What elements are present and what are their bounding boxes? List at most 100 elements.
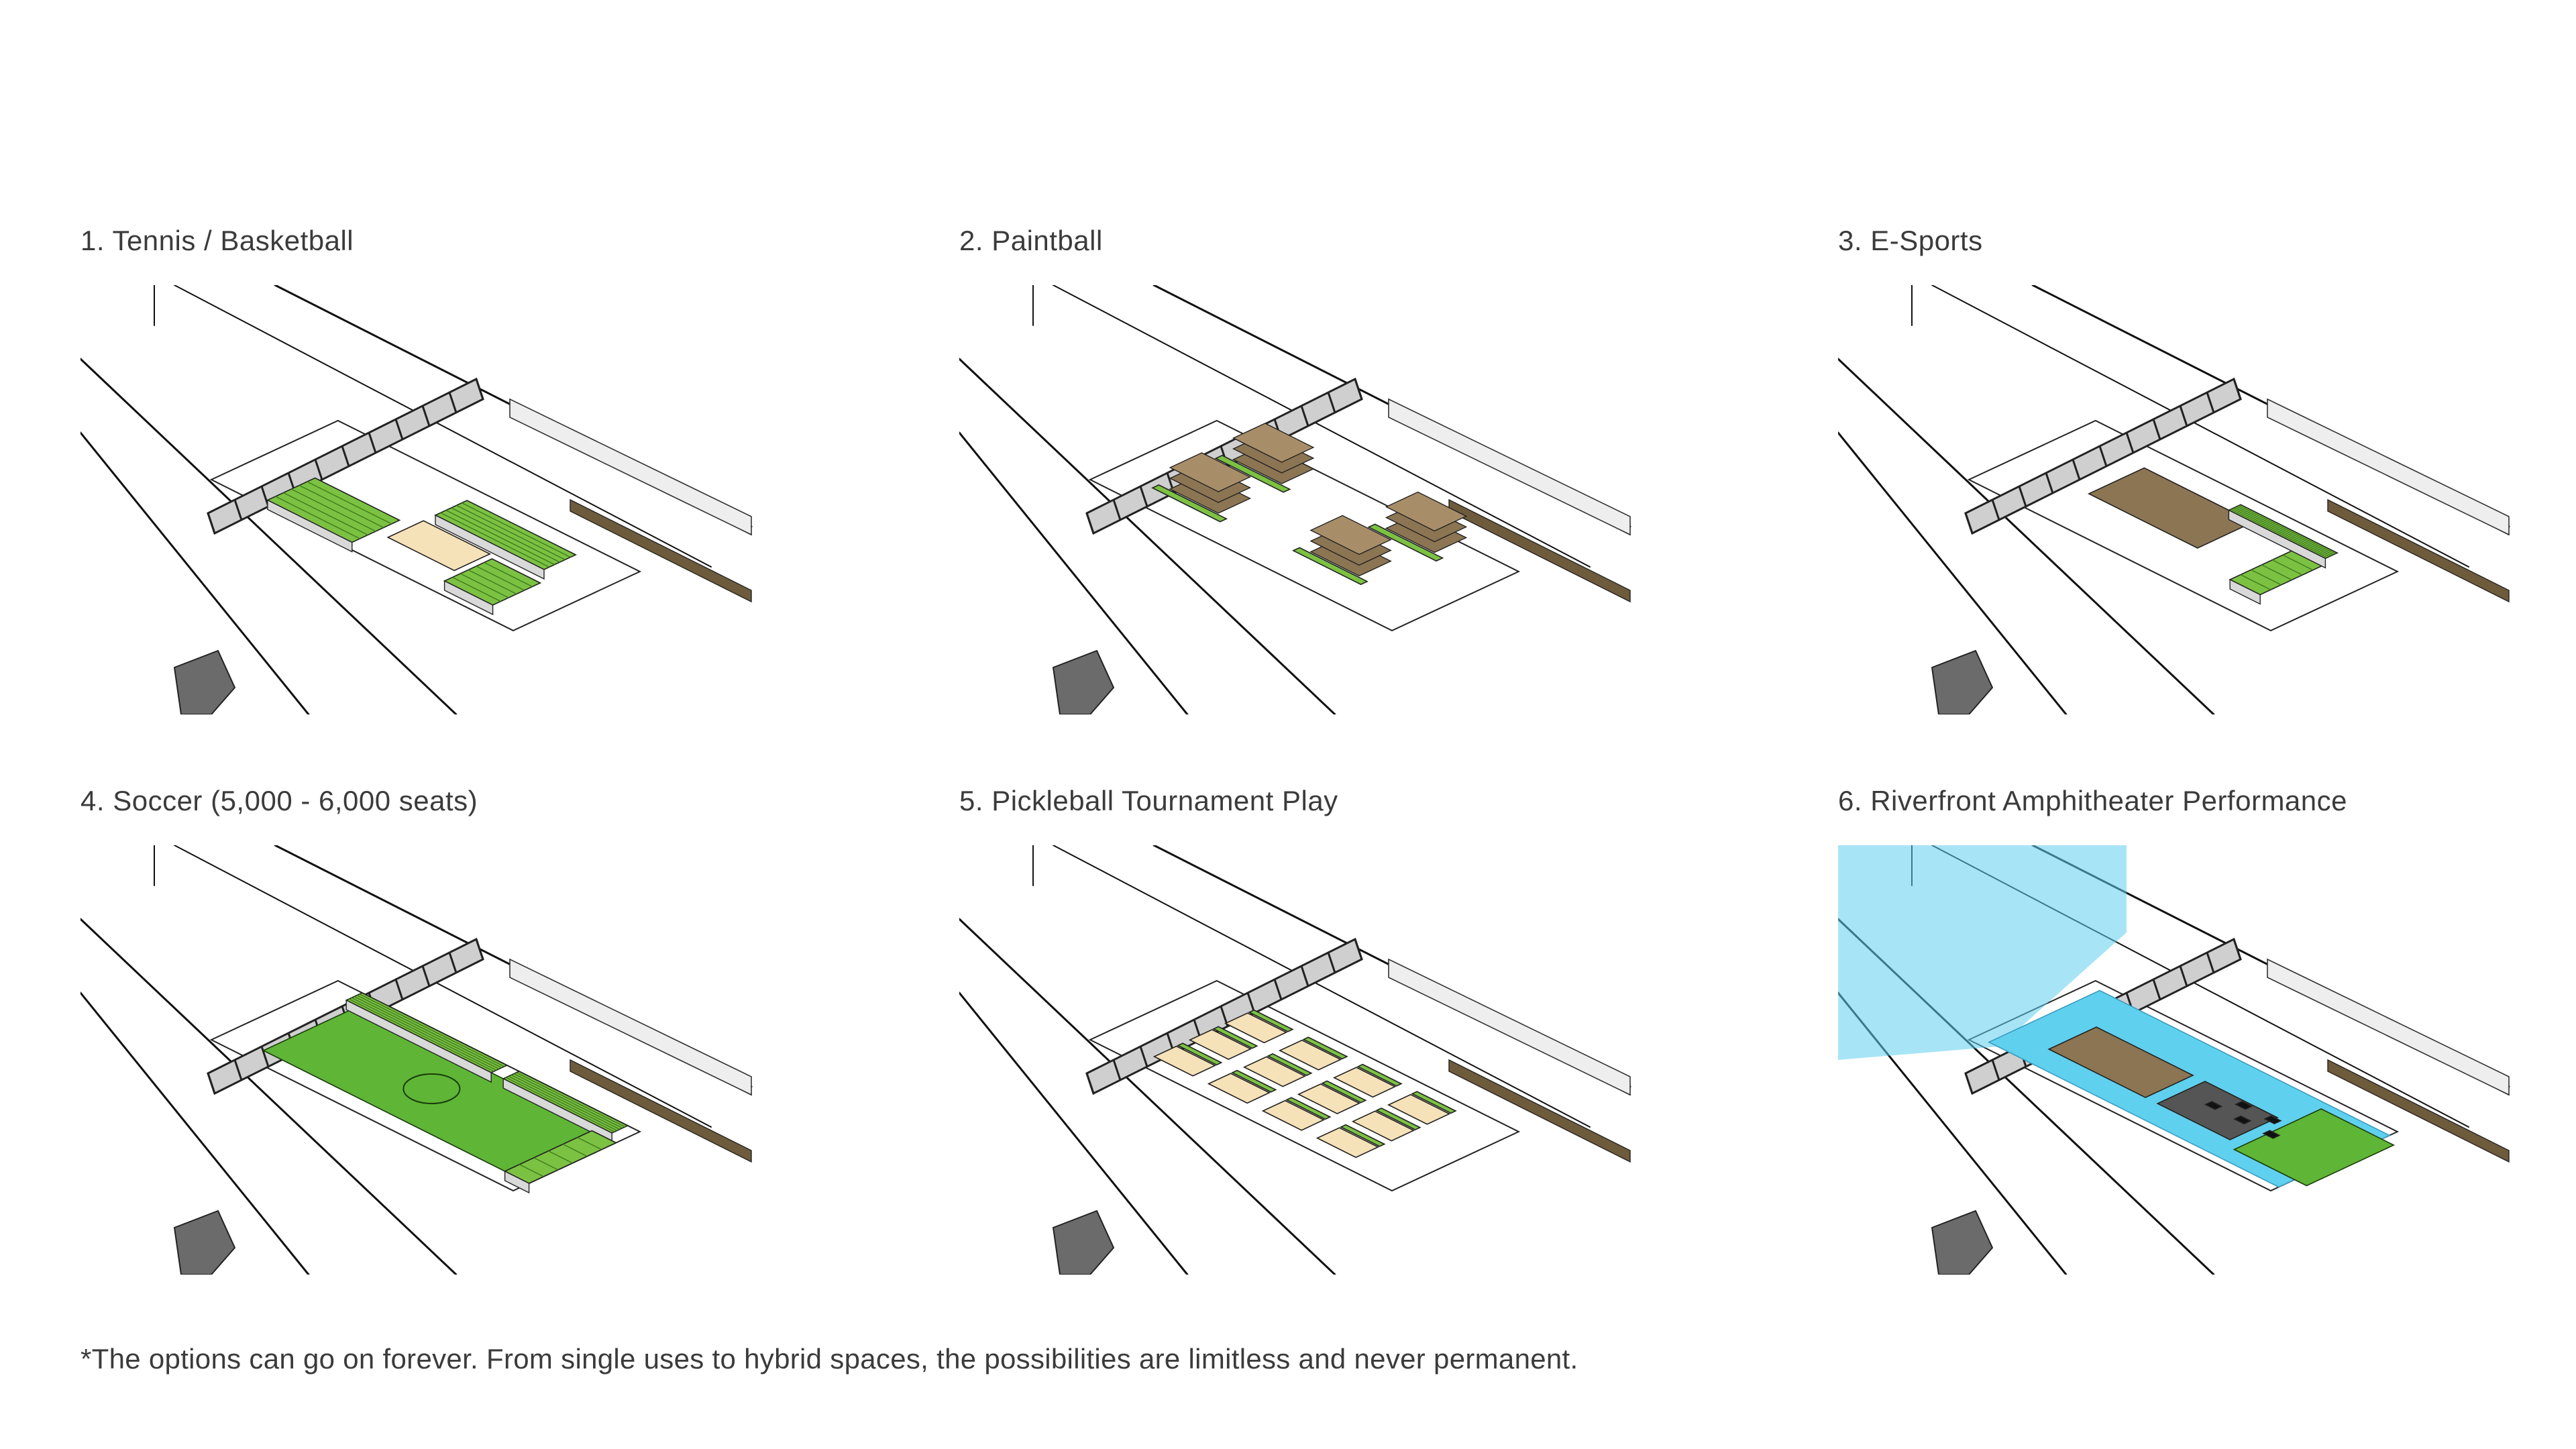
- program-layout: [1152, 1009, 1457, 1159]
- pier-building: [173, 1210, 236, 1275]
- truss-strut: [475, 938, 484, 960]
- truss-strut: [394, 419, 404, 440]
- seat-row-line: [356, 995, 502, 1069]
- seat-row-line: [351, 997, 497, 1071]
- truss-strut: [2018, 486, 2027, 507]
- court-bench: [1212, 1026, 1258, 1049]
- seat-row-line: [2282, 554, 2314, 571]
- truss-strut: [2233, 938, 2242, 960]
- truss-strut: [1991, 499, 2000, 521]
- seating-riser: [2228, 509, 2326, 569]
- boardwalk: [570, 498, 752, 603]
- seat-row-line: [516, 1072, 626, 1128]
- platform-outline: [1967, 419, 2400, 632]
- truss-strut: [2233, 378, 2242, 400]
- seating-riser: [443, 580, 494, 616]
- seating-riser: [267, 499, 353, 553]
- truss-strut: [1354, 938, 1363, 960]
- seat-row-line: [275, 496, 360, 539]
- seat-row-line: [484, 561, 533, 588]
- site-edge-line: [1053, 285, 1591, 568]
- seat-row-line: [2240, 574, 2271, 590]
- boardwalk: [2327, 498, 2510, 603]
- footnote: *The options can go on forever. From sin…: [80, 1343, 1578, 1375]
- truss-strut: [2179, 405, 2188, 427]
- seat-row-line: [2271, 559, 2303, 576]
- truss-strut: [1139, 486, 1148, 507]
- seat-row-line: [2232, 508, 2330, 557]
- court-bench: [1231, 1069, 1277, 1093]
- truss-strut: [448, 392, 458, 413]
- boardwalk: [2327, 1059, 2510, 1163]
- truss-strut: [1246, 992, 1256, 1014]
- site-edge-line: [174, 285, 712, 568]
- site-diagram: [80, 845, 753, 1275]
- platform-outline: [209, 419, 642, 632]
- truss-strut: [341, 445, 350, 467]
- program-layout: [1151, 423, 1468, 586]
- pickleball-court: [1261, 1099, 1326, 1131]
- pier-building: [1052, 1210, 1115, 1275]
- seat-row-line: [2251, 569, 2282, 586]
- seat-row-line: [452, 576, 501, 602]
- truss-strut: [421, 405, 431, 427]
- site-edge-line: [959, 918, 1336, 1275]
- seat-row-line: [2234, 506, 2332, 557]
- bridge-truss: [1085, 937, 1363, 1095]
- truss-strut: [2152, 419, 2161, 440]
- site-edge-line: [80, 358, 458, 714]
- program-layout: [1838, 845, 2396, 1188]
- pickleball-court: [1332, 1067, 1397, 1098]
- site-edge-line: [1931, 285, 2469, 568]
- seat-row-line: [462, 502, 571, 558]
- center-circle: [402, 1073, 461, 1104]
- truss-strut: [2206, 952, 2215, 973]
- seat-row-line: [451, 507, 560, 563]
- seat-row-line: [468, 569, 517, 595]
- lawn: [2233, 1108, 2396, 1187]
- pickleball-court: [1387, 1093, 1451, 1125]
- seat-row-line: [511, 1074, 621, 1130]
- seawall: [2267, 958, 2510, 1096]
- seat-row-line: [519, 1164, 544, 1177]
- watercolor-sky: [1838, 845, 2127, 1060]
- site-diagram: [80, 285, 753, 714]
- seat-row-line: [505, 1077, 615, 1132]
- bunker-grass: [1151, 484, 1228, 523]
- pier-building: [1931, 1210, 1994, 1275]
- seat-row-line: [513, 1073, 623, 1129]
- seating-riser: [504, 1170, 530, 1194]
- court-bench: [1267, 1053, 1313, 1076]
- truss-strut: [1112, 499, 1122, 521]
- platform-outline: [209, 979, 642, 1192]
- pickleball-court: [1152, 1045, 1217, 1077]
- seat-row-line: [460, 573, 509, 598]
- performer-silhouette: [2263, 1115, 2282, 1124]
- seating-riser: [435, 514, 545, 580]
- seawall: [509, 398, 752, 536]
- platform-outline: [1088, 419, 1521, 632]
- seat-row-line: [562, 1144, 588, 1157]
- pickleball-court: [1207, 1073, 1271, 1104]
- seat-row-line: [2231, 508, 2328, 558]
- panel-title: 4. Soccer (5,000 - 6,000 seats): [80, 785, 478, 816]
- court-bench: [1285, 1097, 1332, 1120]
- panel-title: 3. E-Sports: [1838, 225, 1983, 256]
- pickleball-court: [1278, 1039, 1342, 1071]
- truss-strut: [233, 499, 243, 521]
- platform-outline: [1967, 979, 2400, 1192]
- program-layout: [266, 477, 578, 616]
- bunker-grass: [1367, 523, 1444, 562]
- pickleball-court: [1297, 1083, 1361, 1114]
- truss-strut: [2152, 979, 2161, 1000]
- seat-row-line: [548, 1150, 573, 1164]
- seawall: [2267, 398, 2510, 536]
- truss-strut: [1300, 405, 1309, 427]
- court-bench: [1248, 1009, 1294, 1032]
- pickleball-court: [1242, 1056, 1307, 1087]
- truss-strut: [448, 952, 458, 973]
- truss-strut: [1964, 513, 1974, 534]
- truss-strut: [207, 513, 216, 534]
- program-layout: [262, 992, 629, 1194]
- performer-silhouette: [2262, 1130, 2281, 1139]
